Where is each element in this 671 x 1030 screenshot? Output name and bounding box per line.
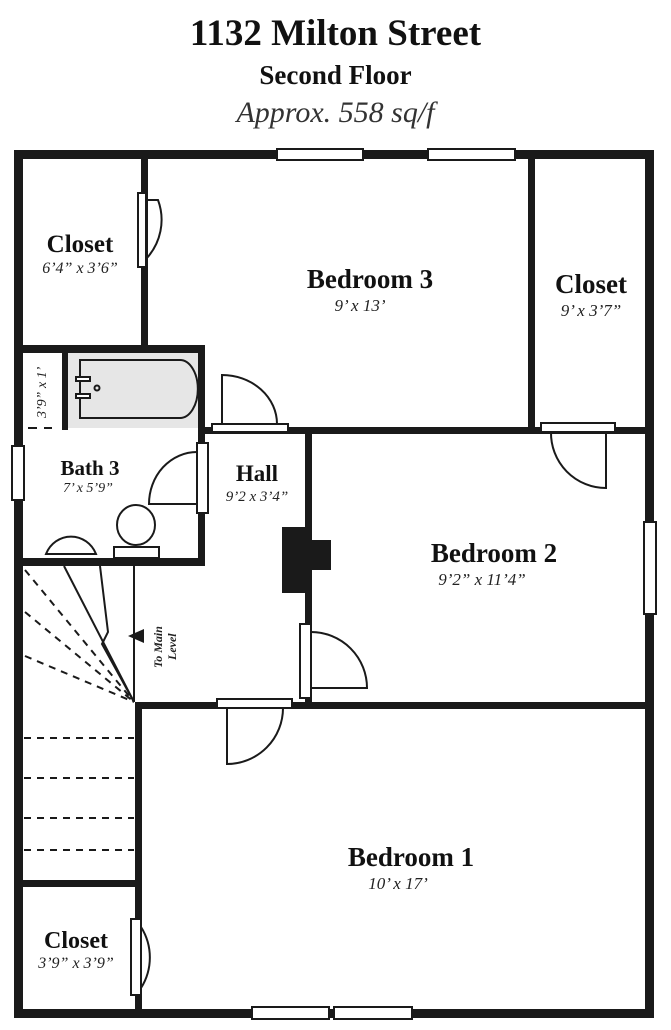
hall-dims: 9’2 x 3’4” xyxy=(226,489,289,505)
plan-title: 1132 Milton Street xyxy=(189,13,482,54)
bedroom2-name: Bedroom 2 xyxy=(431,538,557,568)
closet-bottom-left-name: Closet xyxy=(44,928,108,954)
sink-icon xyxy=(44,535,98,555)
windows xyxy=(11,148,657,1020)
stairs-label-2: Level xyxy=(165,633,179,661)
doors xyxy=(28,192,616,996)
closet-bottom-left-dims: 3’9” x 3’9” xyxy=(37,955,114,972)
area-subtitle: Approx. 558 sq/f xyxy=(236,96,435,129)
staircase xyxy=(24,565,144,851)
stairs-arrow-icon xyxy=(128,629,144,643)
bedroom2-dims: 9’2” x 11’4” xyxy=(438,570,526,589)
closet-top-left-dims: 6’4” x 3’6” xyxy=(42,260,118,277)
chimney xyxy=(282,527,305,593)
floor-subtitle: Second Floor xyxy=(259,60,412,90)
tub-surround xyxy=(68,352,198,428)
closet-right-name: Closet xyxy=(555,269,627,299)
bedroom1-name: Bedroom 1 xyxy=(348,842,474,872)
closet-top-left-name: Closet xyxy=(47,231,114,258)
bath3-name: Bath 3 xyxy=(61,456,120,480)
bath3-dims: 7’ x 5’9” xyxy=(63,481,113,496)
bedroom3-dims: 9’ x 13’ xyxy=(335,296,386,315)
closet-right-dims: 9’ x 3’7” xyxy=(561,301,621,320)
stairs-label: To Main xyxy=(151,626,165,668)
bathtub-icon xyxy=(79,359,199,419)
bedroom1-dims: 10’ x 17’ xyxy=(368,874,428,893)
toilet-icon xyxy=(116,504,156,546)
linen-dims: 3’9” x 1’ xyxy=(35,366,50,419)
bedroom3-name: Bedroom 3 xyxy=(307,264,433,294)
hall-name: Hall xyxy=(236,461,278,486)
